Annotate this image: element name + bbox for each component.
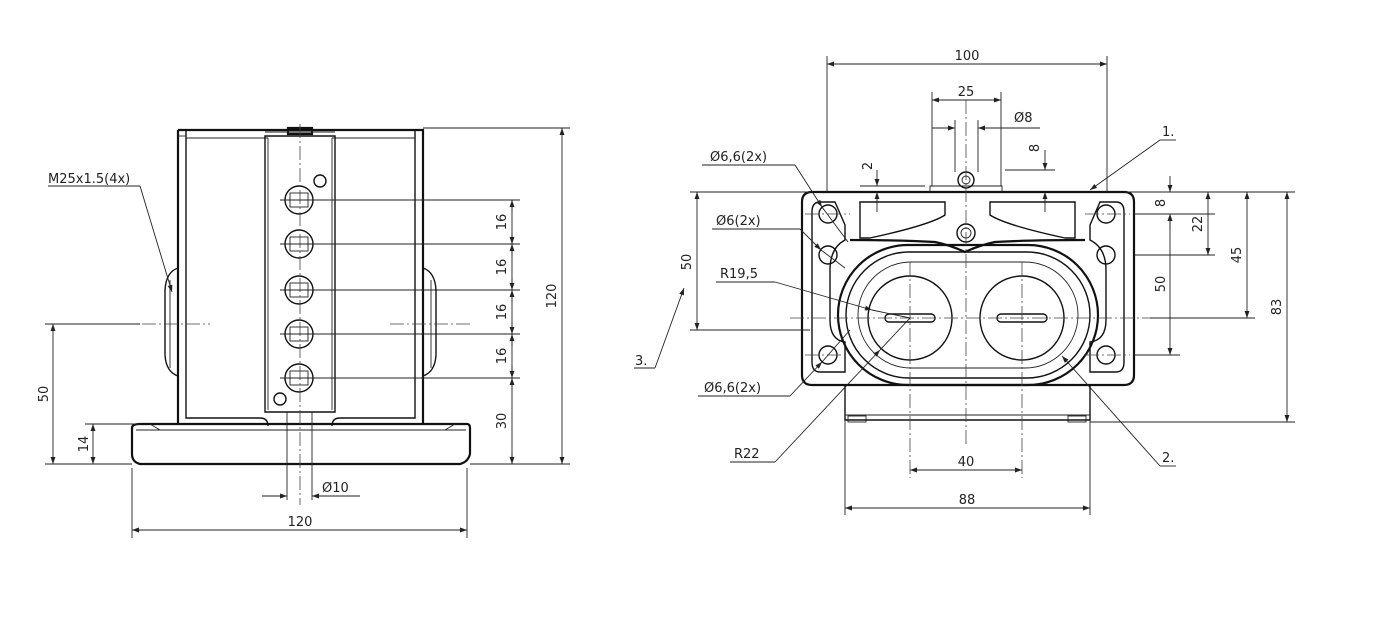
label-hole-66-bottom: Ø6,6(2x) xyxy=(704,381,761,396)
dim-width-88: 88 xyxy=(959,493,976,508)
dim-right-45: 45 xyxy=(1230,247,1245,264)
dim-right-22: 22 xyxy=(1191,216,1206,233)
label-hole-66-top: Ø6,6(2x) xyxy=(710,150,767,165)
dim-pitch-1: 16 xyxy=(495,214,510,231)
dim-base-height: 14 xyxy=(77,436,92,453)
dim-width-total: 120 xyxy=(288,515,313,530)
dim-dia-8: Ø8 xyxy=(1014,111,1033,126)
label-thread: M25x1.5(4x) xyxy=(48,172,130,187)
stadium-outer xyxy=(836,243,1100,387)
dim-spacing-40: 40 xyxy=(958,455,975,470)
label-radius-195: R19,5 xyxy=(720,267,758,282)
dim-bottom-offset: 30 xyxy=(495,413,510,430)
dim-left-50: 50 xyxy=(680,254,695,271)
dim-hole-dia: Ø10 xyxy=(322,481,349,496)
housing-outer xyxy=(176,128,425,424)
dim-height-total: 120 xyxy=(545,284,560,309)
center-plate xyxy=(264,135,336,413)
left-view: 16 16 16 16 30 120 50 14 M25x1.5(4x) Ø10… xyxy=(37,124,570,538)
dim-axis-height: 50 xyxy=(37,386,52,403)
label-hole-6: Ø6(2x) xyxy=(716,214,761,229)
dim-pitch-4: 16 xyxy=(495,348,510,365)
dim-width-top: 100 xyxy=(955,49,980,64)
label-radius-22: R22 xyxy=(734,447,760,462)
base-plate xyxy=(130,422,472,466)
dim-right-8: 8 xyxy=(1154,199,1169,207)
flange-outer xyxy=(800,190,1136,387)
dim-height-2: 2 xyxy=(861,162,876,170)
dim-pitch-3: 16 xyxy=(495,304,510,321)
dim-spacing-25: 25 xyxy=(958,85,975,100)
callout-2: 2. xyxy=(1162,451,1174,466)
right-view: 100 25 Ø8 8 2 Ø6,6(2x) Ø6(2x) xyxy=(634,49,1295,515)
callout-1: 1. xyxy=(1162,125,1174,140)
dim-right-50: 50 xyxy=(1154,276,1169,293)
callout-3: 3. xyxy=(635,354,647,369)
dim-pitch-2: 16 xyxy=(495,259,510,276)
mount-holes xyxy=(818,204,1116,365)
dim-right-83: 83 xyxy=(1270,299,1285,316)
dim-height-8: 8 xyxy=(1028,144,1043,152)
